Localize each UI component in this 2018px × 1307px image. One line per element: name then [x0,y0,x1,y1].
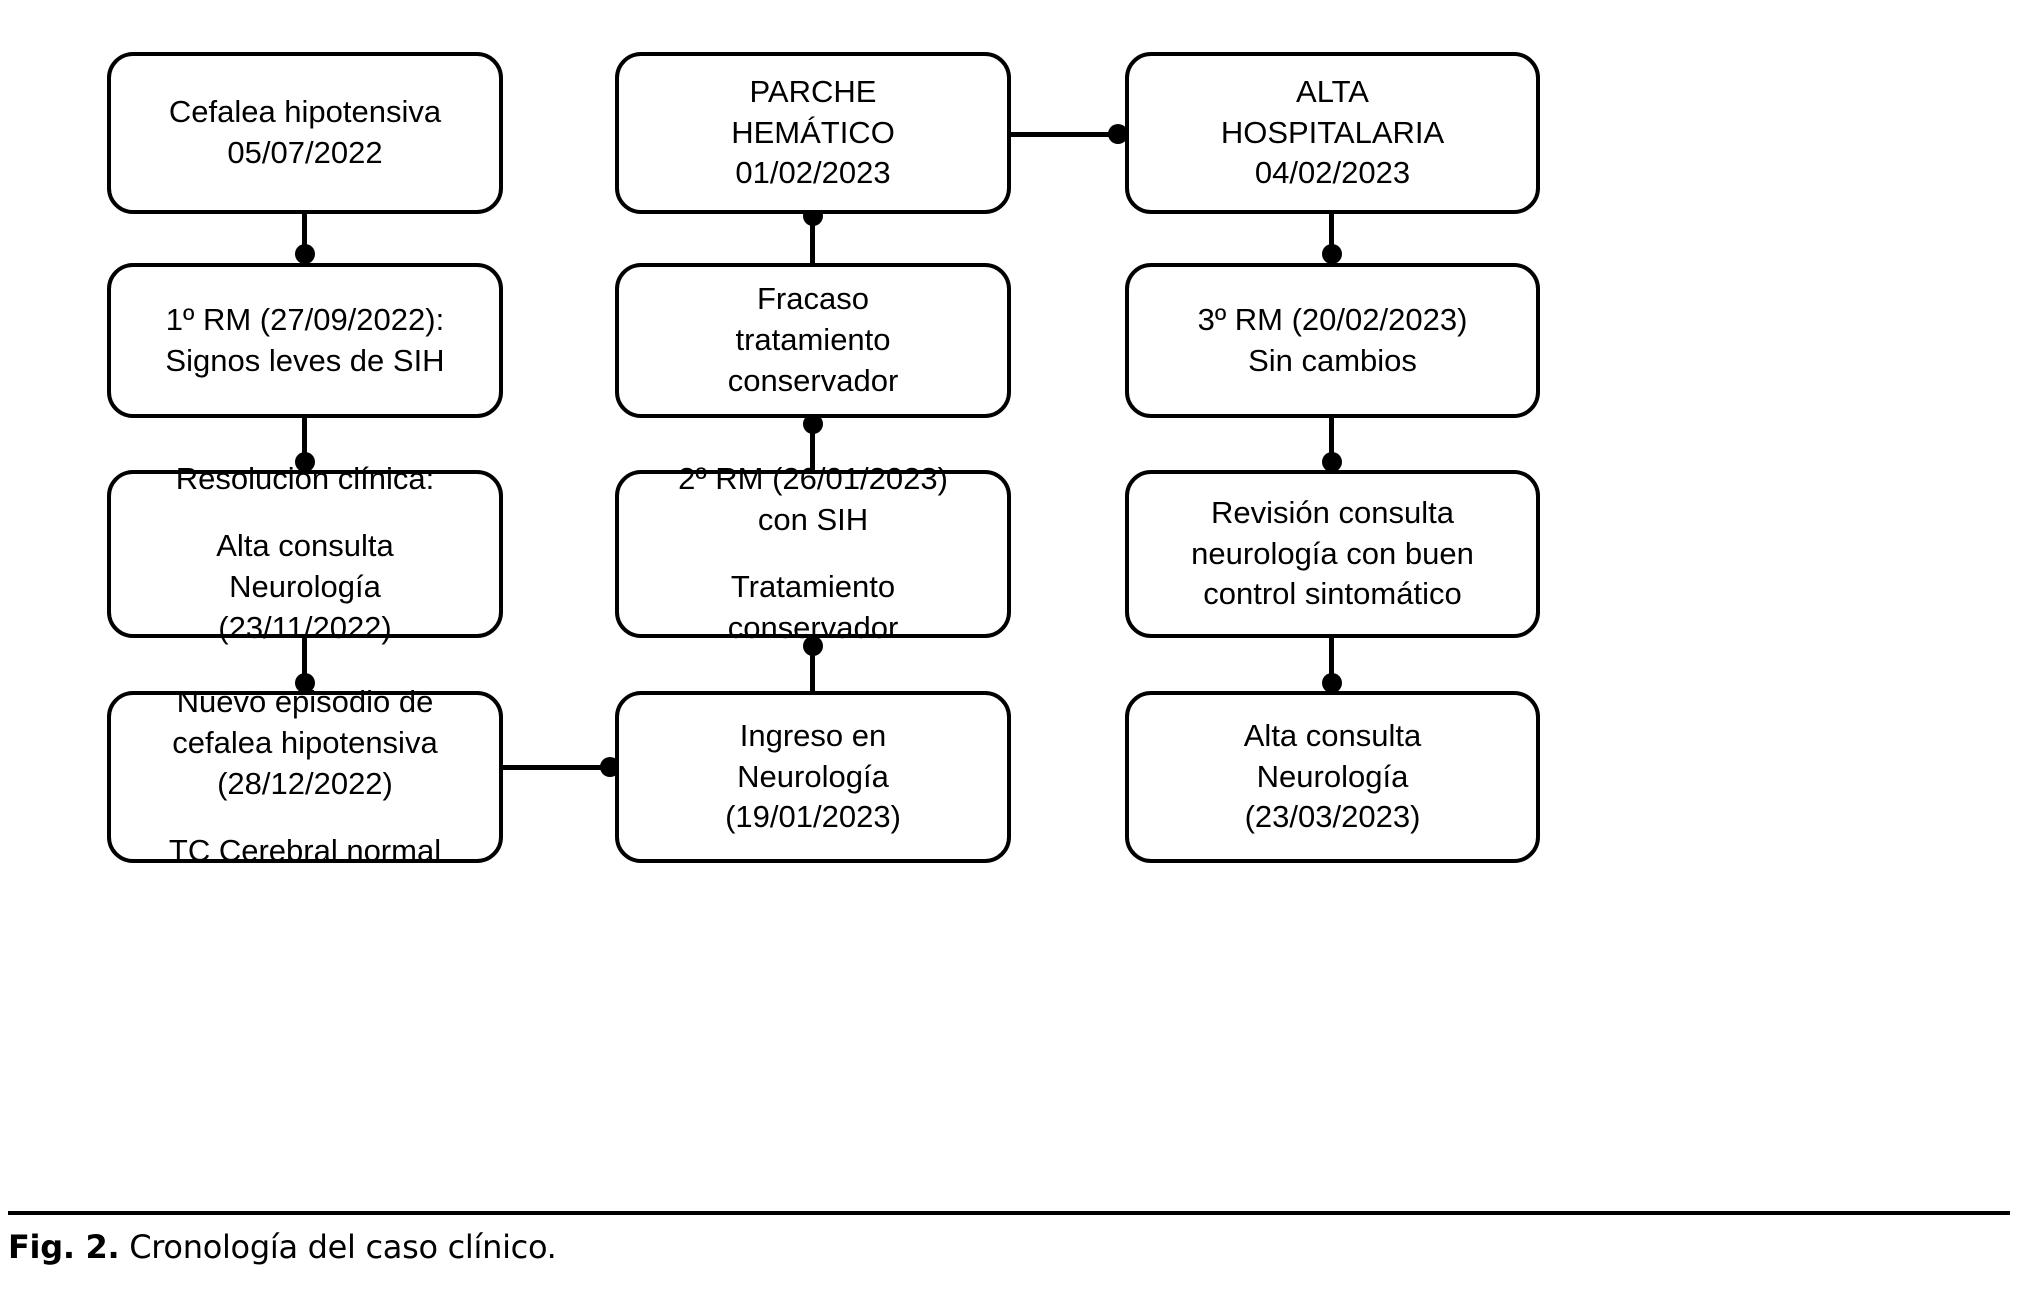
connector-endpoint-dot [803,414,823,434]
node-line: Sin cambios [1248,342,1417,378]
node-cefalea-hipotensiva[interactable]: Cefalea hipotensiva 05/07/2022 [107,52,503,214]
node-alta-consulta-final[interactable]: Alta consulta Neurología (23/03/2023) [1125,691,1540,863]
connector-n11-n12 [1329,636,1334,695]
node-line: Ingreso en [739,717,887,753]
node-text-group: Revisión consulta neurología con buen co… [1191,493,1474,616]
node-line: cefalea hipotensiva [172,725,438,761]
node-line: Resolución clínica: [175,461,435,497]
node-text-group: Alta consulta Neurología (23/03/2023) [1244,716,1422,839]
node-nuevo-episodio[interactable]: Nuevo episodio de cefalea hipotensiva (2… [107,684,503,868]
node-line: Tratamiento [730,569,896,604]
figure-caption-label: Fig. 2. [8,1228,120,1266]
node-line: Cefalea hipotensiva [168,94,442,130]
connector-n7-n6 [810,416,815,474]
connector-n5-n9 [1008,132,1130,137]
node-line: conservador [727,362,899,398]
node-tercera-rm[interactable]: 3º RM (20/02/2023) Sin cambios [1125,263,1540,418]
node-parche-hematico[interactable]: PARCHE HEMÁTICO 01/02/2023 [615,52,1011,214]
caption-divider [8,1211,2010,1215]
node-line: conservador [727,609,899,645]
node-text-group: ALTA HOSPITALARIA 04/02/2023 [1221,72,1444,195]
node-line: 01/02/2023 [735,155,891,191]
node-line: con SIH [757,502,869,538]
connector-n2-n3 [302,416,307,474]
node-line: Neurología [229,569,381,604]
figure-caption-text: Cronología del caso clínico. [129,1228,557,1266]
node-fracaso-tratamiento[interactable]: Fracaso tratamiento conservador [615,263,1011,418]
node-line: Alta consulta [1243,717,1422,753]
node-line: HEMÁTICO [731,114,895,150]
figure-caption: Fig. 2. Cronología del caso clínico. [8,1228,557,1266]
connector-n8-n7 [810,636,815,695]
node-text-group: PARCHE HEMÁTICO 01/02/2023 [731,72,895,195]
connector-n4-n8 [500,765,620,770]
node-text-group: Alta consulta Neurología (23/11/2022) [216,526,394,649]
node-ingreso-neurologia[interactable]: Ingreso en Neurología (19/01/2023) [615,691,1011,863]
node-text-group: 2º RM (26/01/2023) con SIH [678,459,948,541]
node-text-group: Tratamiento conservador [728,567,899,649]
connector-endpoint-dot [295,673,315,693]
connector-n1-n2 [302,212,307,268]
node-line: 2º RM (26/01/2023) [678,461,948,497]
node-line: (19/01/2023) [725,799,901,835]
node-line: Alta consulta [216,528,394,564]
connector-endpoint-dot [803,636,823,656]
connector-endpoint-dot [295,452,315,472]
node-text-group: Resolución clínica: [176,459,434,500]
node-line: Neurología [737,758,889,794]
node-text-group: 3º RM (20/02/2023) Sin cambios [1198,300,1468,382]
node-text-group: Fracaso tratamiento conservador [728,279,899,402]
node-line: Neurología [1256,758,1409,794]
node-line: control sintomático [1203,576,1462,612]
node-text-group: Cefalea hipotensiva 05/07/2022 [169,92,441,174]
node-line: Signos leves de SIH [165,342,445,378]
node-text-group: Ingreso en Neurología (19/01/2023) [725,716,901,839]
connector-endpoint-dot [1108,124,1128,144]
node-line: tratamiento [735,322,891,358]
node-line: (23/03/2023) [1244,799,1421,835]
node-line: ALTA [1296,73,1369,109]
connector-n6-n5 [810,212,815,268]
node-alta-hospitalaria[interactable]: ALTA HOSPITALARIA 04/02/2023 [1125,52,1540,214]
node-line: TC Cerebral normal [168,832,442,868]
node-line: neurología con buen [1191,535,1474,571]
node-line: PARCHE [749,73,877,109]
connector-endpoint-dot [1322,244,1342,264]
node-primera-rm[interactable]: 1º RM (27/09/2022): Signos leves de SIH [107,263,503,418]
node-line: HOSPITALARIA [1220,114,1445,150]
node-line: (23/11/2022) [218,609,392,645]
connector-endpoint-dot [1322,452,1342,472]
node-text-group: TC Cerebral normal [169,831,441,872]
node-line: Revisión consulta [1211,494,1454,530]
node-text-group: 1º RM (27/09/2022): Signos leves de SIH [165,300,444,382]
connector-endpoint-dot [295,244,315,264]
node-text-group: Nuevo episodio de cefalea hipotensiva (2… [172,682,437,805]
node-line: (28/12/2022) [217,766,393,801]
node-line: 3º RM (20/02/2023) [1197,301,1468,337]
node-line: 04/02/2023 [1254,155,1411,191]
connector-n9-n10 [1329,212,1334,268]
node-revision-consulta[interactable]: Revisión consulta neurología con buen co… [1125,470,1540,638]
node-line: Nuevo episodio de [176,684,434,720]
node-resolucion-clinica[interactable]: Resolución clínica: Alta consulta Neurol… [107,461,503,645]
connector-n10-n11 [1329,416,1334,474]
node-line: 05/07/2022 [227,135,383,170]
connector-endpoint-dot [1322,673,1342,693]
node-segunda-rm[interactable]: 2º RM (26/01/2023) con SIH Tratamiento c… [615,461,1011,645]
node-line: Fracaso [757,281,869,317]
connector-n3-n4 [302,636,307,695]
node-line: 1º RM (27/09/2022): [165,301,445,337]
